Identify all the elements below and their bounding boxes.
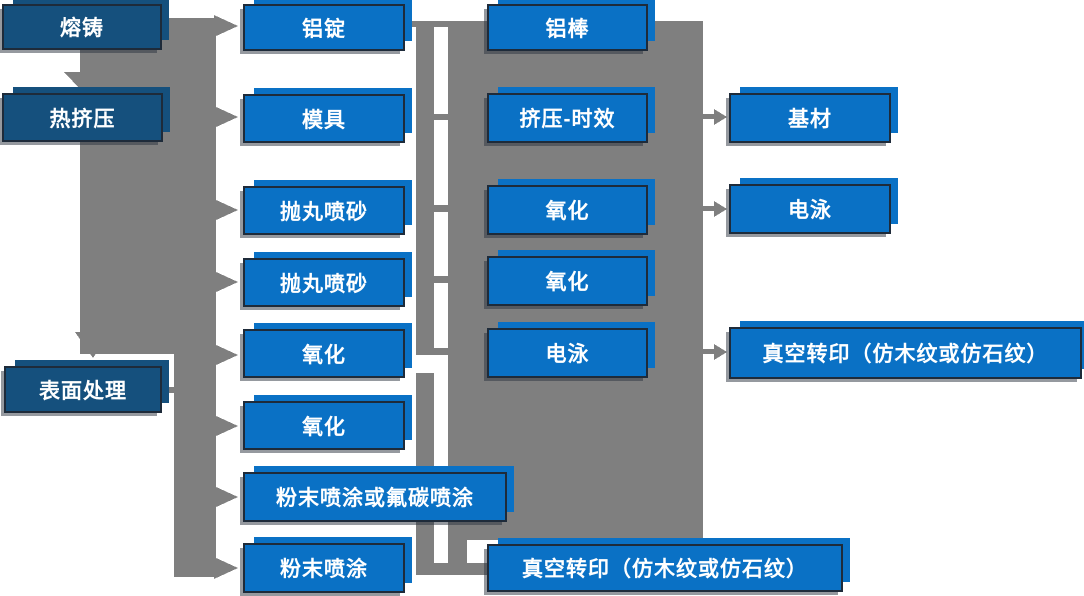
arrow-to-vacuum-transfer-right-icon bbox=[714, 344, 727, 360]
node-base-material-label: 基材 bbox=[788, 108, 832, 131]
arrow-to-oxidation-1-icon bbox=[214, 344, 238, 366]
node-oxidation-4: 氧化 bbox=[487, 250, 655, 306]
node-mold-label: 模具 bbox=[302, 108, 346, 132]
node-aluminum-rod: 铝棒 bbox=[487, 0, 655, 51]
node-oxidation-1-label: 氧化 bbox=[302, 343, 346, 367]
node-oxidation-3-label: 氧化 bbox=[545, 200, 590, 223]
node-shot-blasting-2: 抛丸喷砂 bbox=[243, 252, 412, 307]
node-electrophoresis-1: 电泳 bbox=[487, 322, 655, 378]
node-electrophoresis-1-label: 电泳 bbox=[545, 343, 590, 366]
node-surface-treatment: 表面处理 bbox=[4, 360, 169, 413]
trunk-band-lower bbox=[174, 354, 216, 577]
node-electrophoresis-2: 电泳 bbox=[729, 178, 898, 234]
node-base-material: 基材 bbox=[729, 87, 898, 143]
node-aluminum-ingot: 铝锭 bbox=[243, 0, 412, 51]
node-extrusion-aging: 挤压-时效 bbox=[487, 87, 655, 143]
arrow-to-powder-or-fluorocarbon-icon bbox=[214, 486, 238, 508]
node-extrusion-aging-label: 挤压-时效 bbox=[519, 108, 616, 131]
arrow-down-to-hot-extrusion-icon bbox=[64, 72, 98, 90]
node-shot-blasting-1-label: 抛丸喷砂 bbox=[280, 200, 368, 224]
node-surface-treatment-label: 表面处理 bbox=[39, 379, 127, 403]
node-oxidation-3: 氧化 bbox=[487, 179, 655, 235]
arrow-to-mold-icon bbox=[214, 106, 238, 128]
node-melting-label: 熔铸 bbox=[60, 17, 104, 40]
node-vacuum-transfer-bottom: 真空转印（仿木纹或仿石纹） bbox=[487, 538, 850, 592]
node-mold: 模具 bbox=[243, 88, 412, 143]
node-powder-coating-label: 粉末喷涂 bbox=[280, 558, 368, 581]
riser-stub-row3 bbox=[434, 205, 448, 212]
riser-bar-upper bbox=[416, 21, 434, 355]
riser-stub-row2 bbox=[434, 114, 448, 120]
arrow-to-base-material-icon bbox=[714, 109, 727, 125]
node-vacuum-transfer-right: 真空转印（仿木纹或仿石纹） bbox=[729, 321, 1084, 379]
riser-stub-row5 bbox=[434, 348, 448, 355]
node-melting: 熔铸 bbox=[2, 0, 169, 50]
node-oxidation-4-label: 氧化 bbox=[545, 271, 590, 294]
node-powder-coating: 粉末喷涂 bbox=[243, 537, 412, 593]
arrow-down-to-surface-treatment-icon bbox=[75, 332, 111, 358]
riser-stub-row4 bbox=[434, 276, 448, 283]
node-vacuum-transfer-bottom-label: 真空转印（仿木纹或仿石纹） bbox=[522, 558, 808, 581]
trunk-band-upper bbox=[80, 18, 216, 354]
node-shot-blasting-1: 抛丸喷砂 bbox=[243, 180, 412, 235]
line-to-vacuum-transfer-right bbox=[703, 349, 715, 354]
node-vacuum-transfer-right-label: 真空转印（仿木纹或仿石纹） bbox=[762, 343, 1049, 366]
arrow-to-shot-blasting-2-icon bbox=[214, 271, 238, 293]
arrow-to-electrophoresis-2-icon bbox=[714, 201, 727, 217]
node-aluminum-ingot-label: 铝锭 bbox=[302, 17, 346, 41]
arrow-to-oxidation-2-icon bbox=[214, 415, 238, 437]
node-shot-blasting-2-label: 抛丸喷砂 bbox=[280, 272, 368, 296]
line-to-base-material bbox=[703, 114, 715, 119]
node-aluminum-rod-label: 铝棒 bbox=[545, 17, 590, 41]
arrow-to-aluminum-ingot-icon bbox=[214, 15, 238, 37]
node-oxidation-2-label: 氧化 bbox=[302, 415, 346, 439]
node-electrophoresis-2-label: 电泳 bbox=[788, 199, 832, 222]
node-oxidation-2: 氧化 bbox=[243, 395, 412, 450]
riser-top-bridge bbox=[406, 21, 448, 27]
node-powder-or-fluorocarbon-coating-label: 粉末喷涂或氟碳喷涂 bbox=[276, 487, 474, 510]
arrow-to-powder-coating-icon bbox=[214, 557, 238, 579]
stub-vacuum-transfer-bottom bbox=[424, 563, 488, 575]
node-oxidation-1: 氧化 bbox=[243, 323, 412, 378]
node-hot-extrusion-label: 热挤压 bbox=[49, 107, 116, 131]
line-to-electrophoresis-2 bbox=[703, 206, 715, 211]
node-powder-or-fluorocarbon-coating: 粉末喷涂或氟碳喷涂 bbox=[243, 466, 514, 522]
node-hot-extrusion: 热挤压 bbox=[2, 87, 170, 142]
arrow-to-shot-blasting-1-icon bbox=[214, 199, 238, 221]
